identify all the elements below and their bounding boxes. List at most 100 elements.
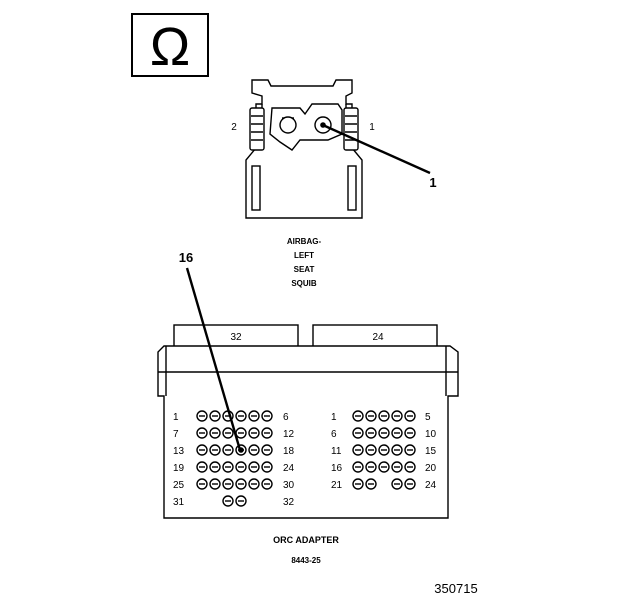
- adapter-pin-grid-right: 1 5 6 10 11 15 16 20 21 24: [331, 410, 437, 491]
- right-row-2-end: 10: [425, 429, 437, 440]
- adapter-pin: [378, 444, 390, 456]
- connector-pin-1-label: 1: [369, 122, 375, 133]
- left-row-4-start: 19: [173, 463, 185, 474]
- adapter-pin: [196, 478, 208, 490]
- adapter-pin: [261, 478, 273, 490]
- right-row-4-start: 16: [331, 463, 343, 474]
- adapter-pin: [235, 478, 247, 490]
- adapter-pin: [235, 427, 247, 439]
- adapter-pin: [404, 427, 416, 439]
- connector-caption-line-3: SEAT: [294, 265, 315, 274]
- adapter-pin: [261, 461, 273, 473]
- adapter-pin: [196, 444, 208, 456]
- probe-lead-16: [185, 267, 242, 451]
- left-row-6-start: 31: [173, 497, 185, 508]
- left-row-3-start: 13: [173, 446, 185, 457]
- adapter-pin: [248, 410, 260, 422]
- adapter-pin: [209, 444, 221, 456]
- right-row-3-start: 11: [331, 446, 342, 457]
- left-row-5-start: 25: [173, 480, 185, 491]
- callout-16: 16: [179, 250, 193, 265]
- adapter-pin: [222, 461, 234, 473]
- left-row-2-start: 7: [173, 429, 179, 440]
- adapter-pin: [352, 478, 364, 490]
- left-row-3-end: 18: [283, 446, 295, 457]
- right-row-3-end: 15: [425, 446, 437, 457]
- adapter-pin: [196, 410, 208, 422]
- right-row-5-end: 24: [425, 480, 437, 491]
- connector-caption-line-1: AIRBAG-: [287, 237, 322, 246]
- right-row-2-start: 6: [331, 429, 337, 440]
- adapter-pin: [404, 478, 416, 490]
- adapter-pin: [248, 478, 260, 490]
- adapter-housing: [157, 345, 459, 519]
- adapter-pin: [196, 427, 208, 439]
- adapter-pin: [261, 444, 273, 456]
- adapter-pin: [222, 478, 234, 490]
- airbag-connector: [245, 79, 363, 219]
- probe-lead-1: [324, 124, 431, 175]
- right-row-4-end: 20: [425, 463, 437, 474]
- adapter-pin: [196, 461, 208, 473]
- adapter-pin: [209, 427, 221, 439]
- adapter-pin: [365, 478, 377, 490]
- adapter-pin: [404, 410, 416, 422]
- left-row-6-end: 32: [283, 497, 295, 508]
- adapter-pin: [261, 410, 273, 422]
- adapter-pin: [222, 495, 234, 507]
- adapter-pin: [365, 410, 377, 422]
- adapter-pin: [352, 427, 364, 439]
- adapter-caption-line-2: 8443-25: [291, 556, 321, 565]
- ohm-icon: Ω: [150, 17, 190, 77]
- adapter-pin: [248, 461, 260, 473]
- adapter-pin: [404, 461, 416, 473]
- ohmmeter-box: [131, 13, 209, 77]
- right-row-1-end: 5: [425, 412, 431, 423]
- orc-adapter: [157, 324, 459, 519]
- adapter-pin: [209, 478, 221, 490]
- adapter-pin: [209, 461, 221, 473]
- adapter-pin: [352, 444, 364, 456]
- right-row-5-start: 21: [331, 480, 343, 491]
- adapter-pin: [391, 478, 403, 490]
- adapter-pin: [222, 427, 234, 439]
- left-row-2-end: 12: [283, 429, 295, 440]
- adapter-pin: [378, 427, 390, 439]
- adapter-pin: [235, 461, 247, 473]
- adapter-pin-grid-left: 1 6 7 12 13 18 19 24 25 30 31 32: [173, 410, 295, 508]
- adapter-pin: [391, 444, 403, 456]
- adapter-pin: [391, 410, 403, 422]
- probe-tip-pin-1: [320, 122, 326, 128]
- adapter-pin: [365, 461, 377, 473]
- adapter-pin: [391, 427, 403, 439]
- adapter-pin: [378, 461, 390, 473]
- adapter-pin: [352, 410, 364, 422]
- adapter-pin: [235, 410, 247, 422]
- connector-slot-right: [347, 165, 357, 211]
- adapter-pin: [235, 495, 247, 507]
- connector-caption-line-4: SQUIB: [291, 279, 317, 288]
- adapter-pin: [261, 427, 273, 439]
- adapter-header-left-label: 32: [230, 332, 242, 343]
- left-row-1-start: 1: [173, 412, 179, 423]
- ohmmeter-symbol: Ω: [131, 13, 209, 77]
- connector-slot-left: [251, 165, 261, 211]
- adapter-pin: [378, 410, 390, 422]
- callout-1: 1: [429, 175, 436, 190]
- adapter-pin: [352, 461, 364, 473]
- probe-tip-pin-16: [238, 447, 244, 453]
- left-row-5-end: 30: [283, 480, 295, 491]
- right-row-1-start: 1: [331, 412, 337, 423]
- adapter-pin: [365, 444, 377, 456]
- adapter-caption-line-1: ORC ADAPTER: [273, 535, 339, 545]
- connector-caption-line-2: LEFT: [294, 251, 314, 260]
- adapter-pin: [365, 427, 377, 439]
- figure-number: 350715: [434, 581, 477, 596]
- adapter-pin: [391, 461, 403, 473]
- connector-pin-2: [279, 116, 297, 134]
- connector-rib-left: [249, 107, 265, 151]
- connector-rib-right: [343, 107, 359, 151]
- adapter-pin: [404, 444, 416, 456]
- connector-pin-2-label: 2: [231, 122, 237, 133]
